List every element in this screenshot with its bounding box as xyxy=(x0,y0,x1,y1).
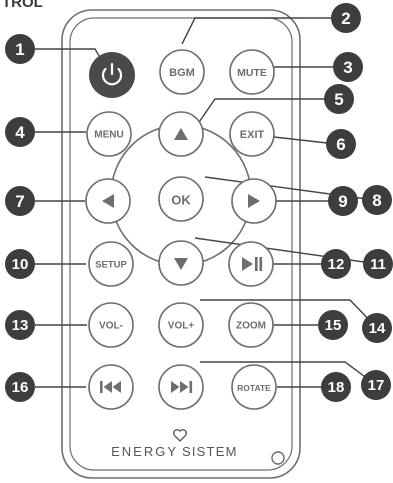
callout-badge-4: 4 xyxy=(5,117,35,147)
power-icon xyxy=(101,62,123,86)
mute-label: MUTE xyxy=(237,67,267,79)
power-button[interactable] xyxy=(89,52,135,98)
skip-previous-icon xyxy=(100,381,121,393)
callout-number: 2 xyxy=(341,9,350,28)
brand-right: SISTEM xyxy=(182,444,238,459)
setup-button[interactable] xyxy=(88,241,134,287)
callout-badge-8: 8 xyxy=(362,185,392,215)
arrow-right-icon xyxy=(248,194,260,208)
callout-number: 7 xyxy=(15,192,24,211)
bgm-button[interactable] xyxy=(159,49,205,95)
ok-label: OK xyxy=(171,193,191,208)
callout-badge-3: 3 xyxy=(333,52,363,82)
menu-button[interactable] xyxy=(86,111,132,157)
callout-badge-10: 10 xyxy=(5,249,35,279)
heart-logo-icon xyxy=(173,429,187,442)
callout-number: 3 xyxy=(343,58,352,77)
callout-badge-18: 18 xyxy=(321,372,351,402)
callout-number: 18 xyxy=(328,379,345,396)
bgm-label: BGM xyxy=(169,67,195,79)
callout-badge-5: 5 xyxy=(324,84,354,114)
exit-label: EXIT xyxy=(240,129,265,141)
callout-badge-15: 15 xyxy=(318,310,348,340)
callout-badge-7: 7 xyxy=(5,186,35,216)
callout-number: 16 xyxy=(12,379,29,396)
zoom-label: ZOOM xyxy=(236,321,266,332)
skip-next-icon xyxy=(171,381,193,393)
callout-number: 15 xyxy=(325,317,342,334)
callout-number: 8 xyxy=(372,191,381,210)
play-pause-icon xyxy=(242,257,263,271)
callout-badge-16: 16 xyxy=(5,372,35,402)
callout-number: 6 xyxy=(336,135,345,154)
callout-number: 17 xyxy=(368,377,385,394)
zoom-button[interactable] xyxy=(228,302,274,348)
mute-button[interactable] xyxy=(229,49,275,95)
vol-plus-label: VOL+ xyxy=(168,321,195,332)
callout-number: 13 xyxy=(12,317,29,334)
callout-number: 9 xyxy=(338,192,347,211)
exit-button[interactable] xyxy=(229,111,275,157)
menu-label: MENU xyxy=(94,130,123,141)
callout-number: 11 xyxy=(370,256,386,273)
callout-badge-2: 2 xyxy=(331,3,361,33)
callout-badge-1: 1 xyxy=(5,34,35,64)
callout-number: 10 xyxy=(12,256,29,273)
callout-badge-9: 9 xyxy=(328,186,358,216)
callout-badge-17: 17 xyxy=(361,370,391,400)
callout-number: 12 xyxy=(328,256,345,273)
callout-number: 14 xyxy=(369,320,386,337)
arrow-left-icon xyxy=(102,194,114,208)
rotate-label: ROTATE xyxy=(237,383,271,393)
callout-badge-11: 11 xyxy=(363,249,393,279)
arrow-down-icon xyxy=(174,258,188,270)
brand-left: ENERGY xyxy=(111,444,178,459)
callout-badge-6: 6 xyxy=(326,129,356,159)
arrow-up-icon xyxy=(174,128,188,140)
header-title: TROL xyxy=(2,0,43,11)
callout-number: 5 xyxy=(334,90,343,109)
remote-ir-window xyxy=(271,451,285,465)
callout-badge-14: 14 xyxy=(362,313,392,343)
vol-minus-label: VOL- xyxy=(99,321,123,332)
callout-number: 4 xyxy=(15,123,25,142)
vol-minus-button[interactable] xyxy=(88,302,134,348)
callout-badge-12: 12 xyxy=(321,249,351,279)
ok-button[interactable] xyxy=(158,176,204,222)
vol-plus-button[interactable] xyxy=(158,302,204,348)
remote-body xyxy=(61,9,301,479)
callout-badge-13: 13 xyxy=(5,310,35,340)
setup-label: SETUP xyxy=(95,260,127,271)
callout-number: 1 xyxy=(15,40,24,59)
rotate-button[interactable] xyxy=(231,364,277,410)
